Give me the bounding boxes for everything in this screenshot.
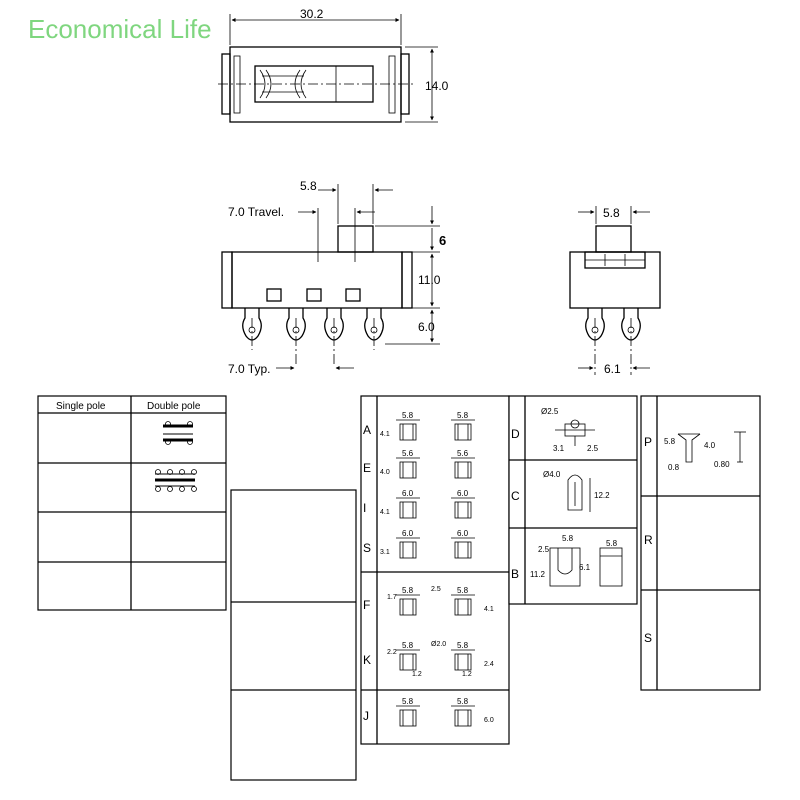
double-pole-pcb-icon (163, 421, 193, 445)
actuator-I-sketch (451, 497, 475, 519)
actuator-J-dim_a: 5.8 (402, 697, 414, 706)
actuator-F-dim_a: 5.8 (402, 586, 414, 595)
actuator-E-sketch (451, 457, 475, 479)
mount-C-d1: Ø4.0 (543, 470, 561, 479)
top-width-dim: 30.2 (300, 7, 324, 21)
pin-pitch-dim: 7.0 Typ. (228, 362, 270, 376)
terminal-letter-S: S (644, 631, 652, 645)
mount-letter-D: D (511, 427, 520, 441)
double-pole-header: Double pole (147, 401, 201, 412)
actuator-letter-E: E (363, 461, 371, 475)
side-actuator-width-dim: 5.8 (300, 179, 317, 193)
mount-letter-B: B (511, 567, 519, 581)
actuator-F-sketch (451, 594, 475, 616)
mount-D-d1: Ø2.5 (541, 407, 559, 416)
pin-length-dim: 6.0 (418, 320, 435, 334)
actuator-letter-K: K (363, 653, 371, 667)
actuator-K-dim_a: 5.8 (402, 641, 414, 650)
body-height-dim: 11.0 (418, 273, 441, 287)
terminal-P-d1: 5.8 (664, 437, 676, 446)
actuator-E-sketch (396, 457, 420, 479)
mount-B-d5: 11.2 (530, 570, 546, 579)
actuator-letter-I: I (363, 501, 366, 515)
watermark: Economical Life (28, 14, 212, 44)
actuator-J-d3: 6.0 (484, 717, 494, 724)
terminal-table: P 5.8 4.0 0.8 0.80 R S (640, 395, 761, 691)
terminal-letter-R: R (644, 533, 653, 547)
travel-dim: 7.0 Travel. (228, 205, 284, 219)
mount-B-d3: 2.5 (538, 545, 550, 554)
actuator-S-dim_b: 6.0 (457, 529, 469, 538)
actuator-letter-S: S (363, 541, 371, 555)
end-actuator-width-dim: 5.8 (603, 206, 620, 220)
terminal-P-d3: 0.8 (668, 463, 680, 472)
actuator-K-dim_b: 5.8 (457, 641, 469, 650)
actuator-F-sketch (396, 594, 420, 616)
mount-D-sketch (555, 419, 595, 446)
mount-B-sketch (549, 547, 623, 587)
actuator-K-sketch (396, 649, 420, 671)
actuator-K-d1: 2.2 (387, 649, 397, 656)
actuator-K-d2: Ø2.0 (431, 641, 446, 648)
actuator-A-dim_b: 5.8 (457, 411, 469, 420)
actuator-I-dim_b: 6.0 (457, 489, 469, 498)
blank-table (230, 489, 357, 781)
actuator-F-d3: 4.1 (484, 606, 494, 613)
actuator-J-sketch (451, 705, 475, 727)
terminal-P-sketch (677, 431, 746, 463)
actuator-I-sketch (396, 497, 420, 519)
actuator-S-sketch (396, 537, 420, 559)
actuator-S-sketch (451, 537, 475, 559)
pole-table: Single pole Double pole (37, 395, 227, 611)
actuator-J-sketch (396, 705, 420, 727)
pin-spacing-dim: 6.1 (604, 362, 621, 376)
mount-B-d4: 6.1 (579, 563, 591, 572)
terminal-letter-P: P (644, 435, 652, 449)
actuator-F-dim_b: 5.8 (457, 586, 469, 595)
actuator-I-side: 4.1 (380, 509, 390, 516)
actuator-letter-F: F (363, 598, 370, 612)
end-view: 5.8 6.1 (569, 206, 661, 376)
mount-letter-C: C (511, 489, 520, 503)
actuator-K-sketch (451, 649, 475, 671)
top-view: 30.2 14.0 (218, 7, 449, 123)
actuator-A-dim_a: 5.8 (402, 411, 414, 420)
terminal-P-d4: 0.80 (714, 460, 730, 469)
actuator-height-dim: 6 (439, 233, 446, 248)
mount-B-d1: 5.8 (562, 534, 574, 543)
actuator-K-d5: 1.2 (462, 671, 472, 678)
actuator-letter-A: A (363, 423, 371, 437)
actuator-letter-J: J (363, 709, 369, 723)
actuator-K-d4: 1.2 (412, 671, 422, 678)
actuator-A-sketch (396, 419, 420, 441)
mount-B-d2: 5.8 (606, 539, 618, 548)
mount-C-sketch (567, 474, 591, 512)
actuator-E-dim_a: 5.6 (402, 449, 414, 458)
mount-D-d2: 3.1 (553, 444, 565, 453)
top-height-dim: 14.0 (425, 79, 449, 93)
actuator-F-d1: 1.7 (387, 594, 397, 601)
actuator-A-sketch (451, 419, 475, 441)
mount-C-d2: 12.2 (594, 491, 610, 500)
actuator-I-dim_a: 6.0 (402, 489, 414, 498)
mount-D-d3: 2.5 (587, 444, 599, 453)
actuator-S-dim_a: 6.0 (402, 529, 414, 538)
terminal-P-d2: 4.0 (704, 441, 716, 450)
double-pole-4pos-pcb-icon (155, 469, 197, 492)
side-view: 5.8 7.0 Travel. 6 11.0 6.0 7.0 Typ. (221, 179, 446, 376)
actuator-A-side: 4.1 (380, 431, 390, 438)
actuator-S-side: 3.1 (380, 549, 390, 556)
actuator-K-d3: 2.4 (484, 661, 494, 668)
actuator-E-side: 4.0 (380, 469, 390, 476)
actuator-E-dim_b: 5.6 (457, 449, 469, 458)
single-pole-header: Single pole (56, 401, 106, 412)
mount-table: D Ø2.5 3.1 2.5 C Ø4.0 12.2 B 5.8 5.8 2.5 (508, 395, 638, 605)
actuator-J-dim_b: 5.8 (457, 697, 469, 706)
actuator-F-d2: 2.5 (431, 586, 441, 593)
